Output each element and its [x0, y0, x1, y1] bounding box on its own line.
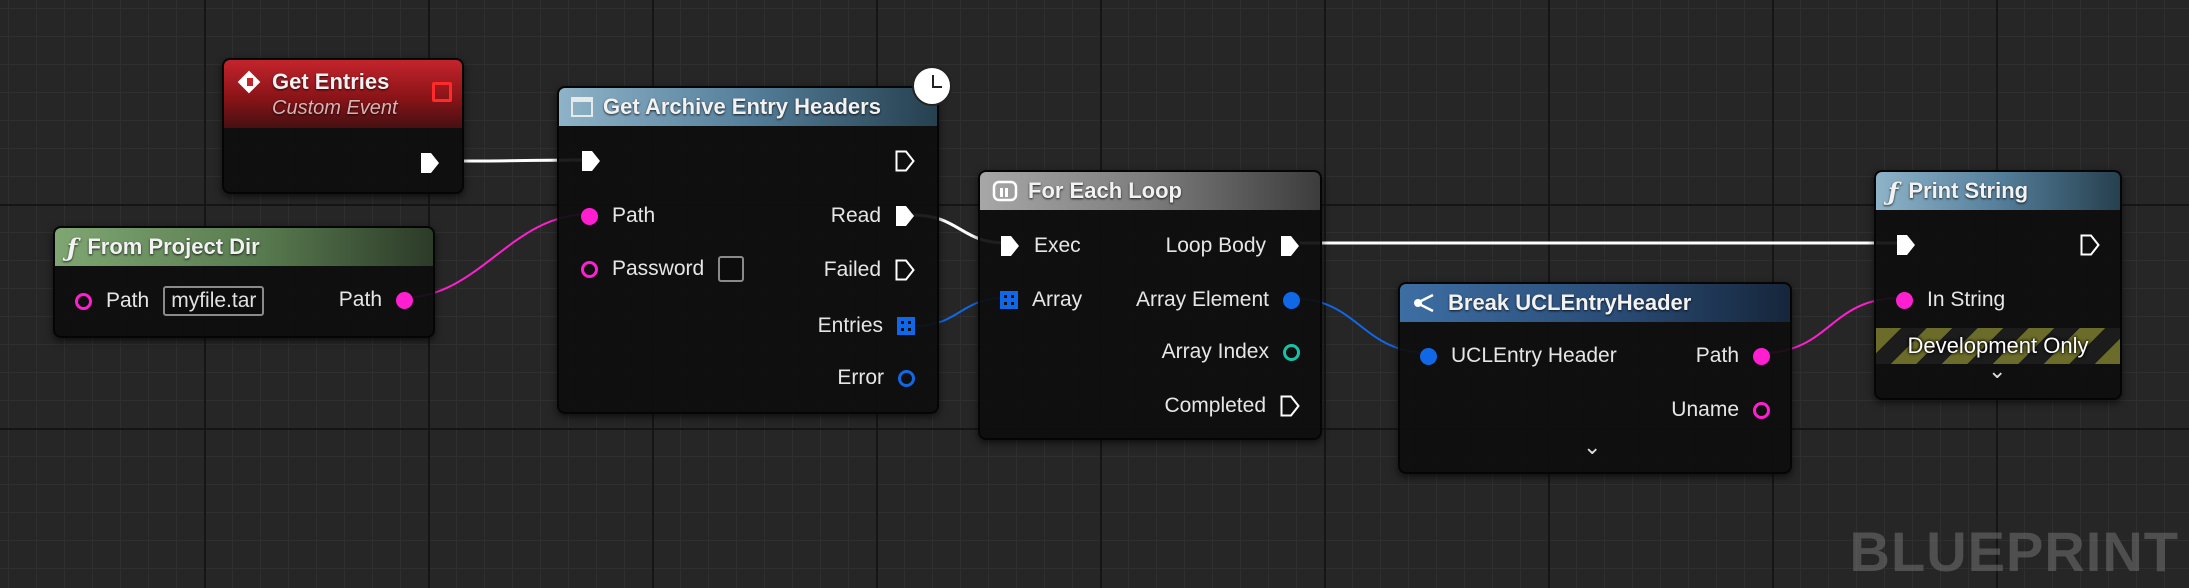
node-get-entries[interactable]: Get Entries Custom Event	[222, 58, 464, 194]
pin-label: Entries	[817, 314, 883, 337]
pin-label: Exec	[1034, 234, 1081, 257]
node-subtitle: Custom Event	[272, 96, 398, 119]
pin-label: In String	[1927, 288, 2006, 311]
function-f-icon: ƒ	[1888, 176, 1899, 206]
function-window-icon	[571, 97, 593, 117]
failed-exec-out-pin[interactable]: Failed	[824, 258, 915, 282]
exec-pin-icon	[896, 206, 914, 226]
node-header: Get Entries Custom Event	[224, 60, 462, 128]
delegate-pin[interactable]	[432, 82, 452, 102]
string-pin-icon	[1753, 401, 1770, 419]
uname-output-pin[interactable]: Uname	[1671, 398, 1770, 422]
string-pin-icon	[396, 291, 413, 309]
node-print-string[interactable]: ƒ Print String In String Development Onl…	[1874, 170, 2122, 400]
exec-in-pin[interactable]: Exec	[1000, 234, 1081, 258]
node-break-uclentryheader[interactable]: Break UCLEntryHeader UCLEntry Header Pat…	[1398, 282, 1792, 474]
node-title: Print String	[1908, 178, 2029, 203]
node-get-archive-entry-headers[interactable]: Get Archive Entry Headers Path Read Pass…	[557, 86, 939, 414]
uclentry-header-input-pin[interactable]: UCLEntry Header	[1420, 344, 1617, 368]
pin-label: UCLEntry Header	[1451, 344, 1617, 367]
password-input-pin[interactable]: Password	[581, 256, 745, 282]
entries-output-pin[interactable]: Entries	[818, 314, 915, 338]
password-checkbox[interactable]	[718, 256, 745, 282]
node-from-project-dir[interactable]: ƒ From Project Dir Path myfile.tar Path	[53, 226, 435, 338]
array-pin-icon	[1000, 291, 1018, 309]
exec-pin-icon	[895, 150, 915, 172]
function-f-icon: ƒ	[67, 232, 78, 262]
node-title: Break UCLEntryHeader	[1448, 290, 1692, 315]
node-title: Get Archive Entry Headers	[603, 94, 881, 119]
exec-out-pin[interactable]	[895, 150, 915, 172]
pin-label: Read	[830, 204, 881, 227]
exec-pin-icon	[1897, 235, 1915, 255]
chevron-down-icon[interactable]: ⌄	[1988, 358, 2007, 383]
path-input-pin[interactable]: Path myfile.tar	[75, 286, 265, 316]
exec-pin-icon	[2080, 234, 2100, 256]
pin-label: Password	[612, 257, 705, 280]
exec-pin-icon	[1281, 236, 1299, 256]
string-pin-icon	[581, 207, 598, 225]
pin-label: Path	[338, 288, 382, 311]
break-struct-icon	[1414, 293, 1434, 313]
pin-label: Array Index	[1161, 340, 1269, 363]
error-output-pin[interactable]: Error	[837, 366, 915, 390]
string-pin-icon	[581, 260, 598, 278]
node-header: For Each Loop	[980, 172, 1320, 210]
exec-pin-icon	[421, 153, 439, 173]
path-text-field[interactable]: myfile.tar	[163, 286, 265, 316]
loop-macro-icon	[992, 180, 1018, 202]
array-pin-icon	[897, 317, 915, 335]
chevron-down-icon[interactable]: ⌄	[1583, 434, 1602, 459]
pin-label: Array	[1032, 288, 1083, 311]
exec-pin-icon	[1001, 236, 1019, 256]
string-pin-icon	[75, 292, 92, 310]
node-header: Break UCLEntryHeader	[1400, 284, 1790, 322]
blueprint-watermark: BLUEPRINT	[1849, 520, 2179, 583]
read-exec-out-pin[interactable]: Read	[831, 204, 915, 228]
exec-pin-icon	[895, 259, 915, 281]
node-for-each-loop[interactable]: For Each Loop Exec Loop Body Array Array…	[978, 170, 1322, 440]
pin-label: Failed	[823, 258, 881, 281]
pin-label: Error	[837, 366, 884, 389]
pin-label: Path	[612, 204, 656, 227]
path-input-pin[interactable]: Path	[581, 204, 655, 228]
exec-pin-icon	[1280, 395, 1300, 417]
in-string-input-pin[interactable]: In String	[1896, 288, 2005, 312]
pin-label: Completed	[1164, 394, 1266, 417]
development-only-banner: Development Only	[1876, 328, 2120, 364]
array-element-output-pin[interactable]: Array Element	[1136, 288, 1300, 312]
pin-label: Uname	[1671, 398, 1739, 421]
event-diamond-icon	[237, 70, 261, 93]
struct-pin-icon	[1420, 347, 1437, 365]
path-output-pin[interactable]: Path	[339, 288, 413, 312]
string-pin-icon	[1753, 347, 1770, 365]
array-index-output-pin[interactable]: Array Index	[1162, 340, 1300, 364]
node-title: For Each Loop	[1028, 178, 1182, 203]
exec-out-pin[interactable]	[420, 152, 440, 174]
exec-out-pin[interactable]	[2080, 234, 2100, 256]
clock-icon	[912, 66, 952, 106]
path-output-pin[interactable]: Path	[1696, 344, 1770, 368]
loop-body-exec-out-pin[interactable]: Loop Body	[1166, 234, 1300, 258]
node-title: Get Entries	[272, 68, 390, 94]
node-header: ƒ From Project Dir	[55, 228, 433, 266]
string-pin-icon	[1896, 291, 1913, 309]
exec-in-pin[interactable]	[581, 150, 601, 172]
pin-label: Array Element	[1135, 288, 1269, 311]
node-header: Get Archive Entry Headers	[559, 88, 937, 126]
int-pin-icon	[1283, 343, 1300, 361]
struct-pin-icon	[1283, 291, 1300, 309]
node-header: ƒ Print String	[1876, 172, 2120, 210]
pin-label: Path	[106, 289, 150, 312]
array-input-pin[interactable]: Array	[1000, 288, 1082, 312]
pin-label: Path	[1695, 344, 1739, 367]
struct-pin-icon	[898, 369, 915, 387]
exec-pin-icon	[582, 151, 600, 171]
completed-exec-out-pin[interactable]: Completed	[1164, 394, 1300, 418]
node-title: From Project Dir	[87, 234, 260, 259]
pin-label: Loop Body	[1165, 234, 1266, 257]
exec-in-pin[interactable]	[1896, 234, 1916, 256]
